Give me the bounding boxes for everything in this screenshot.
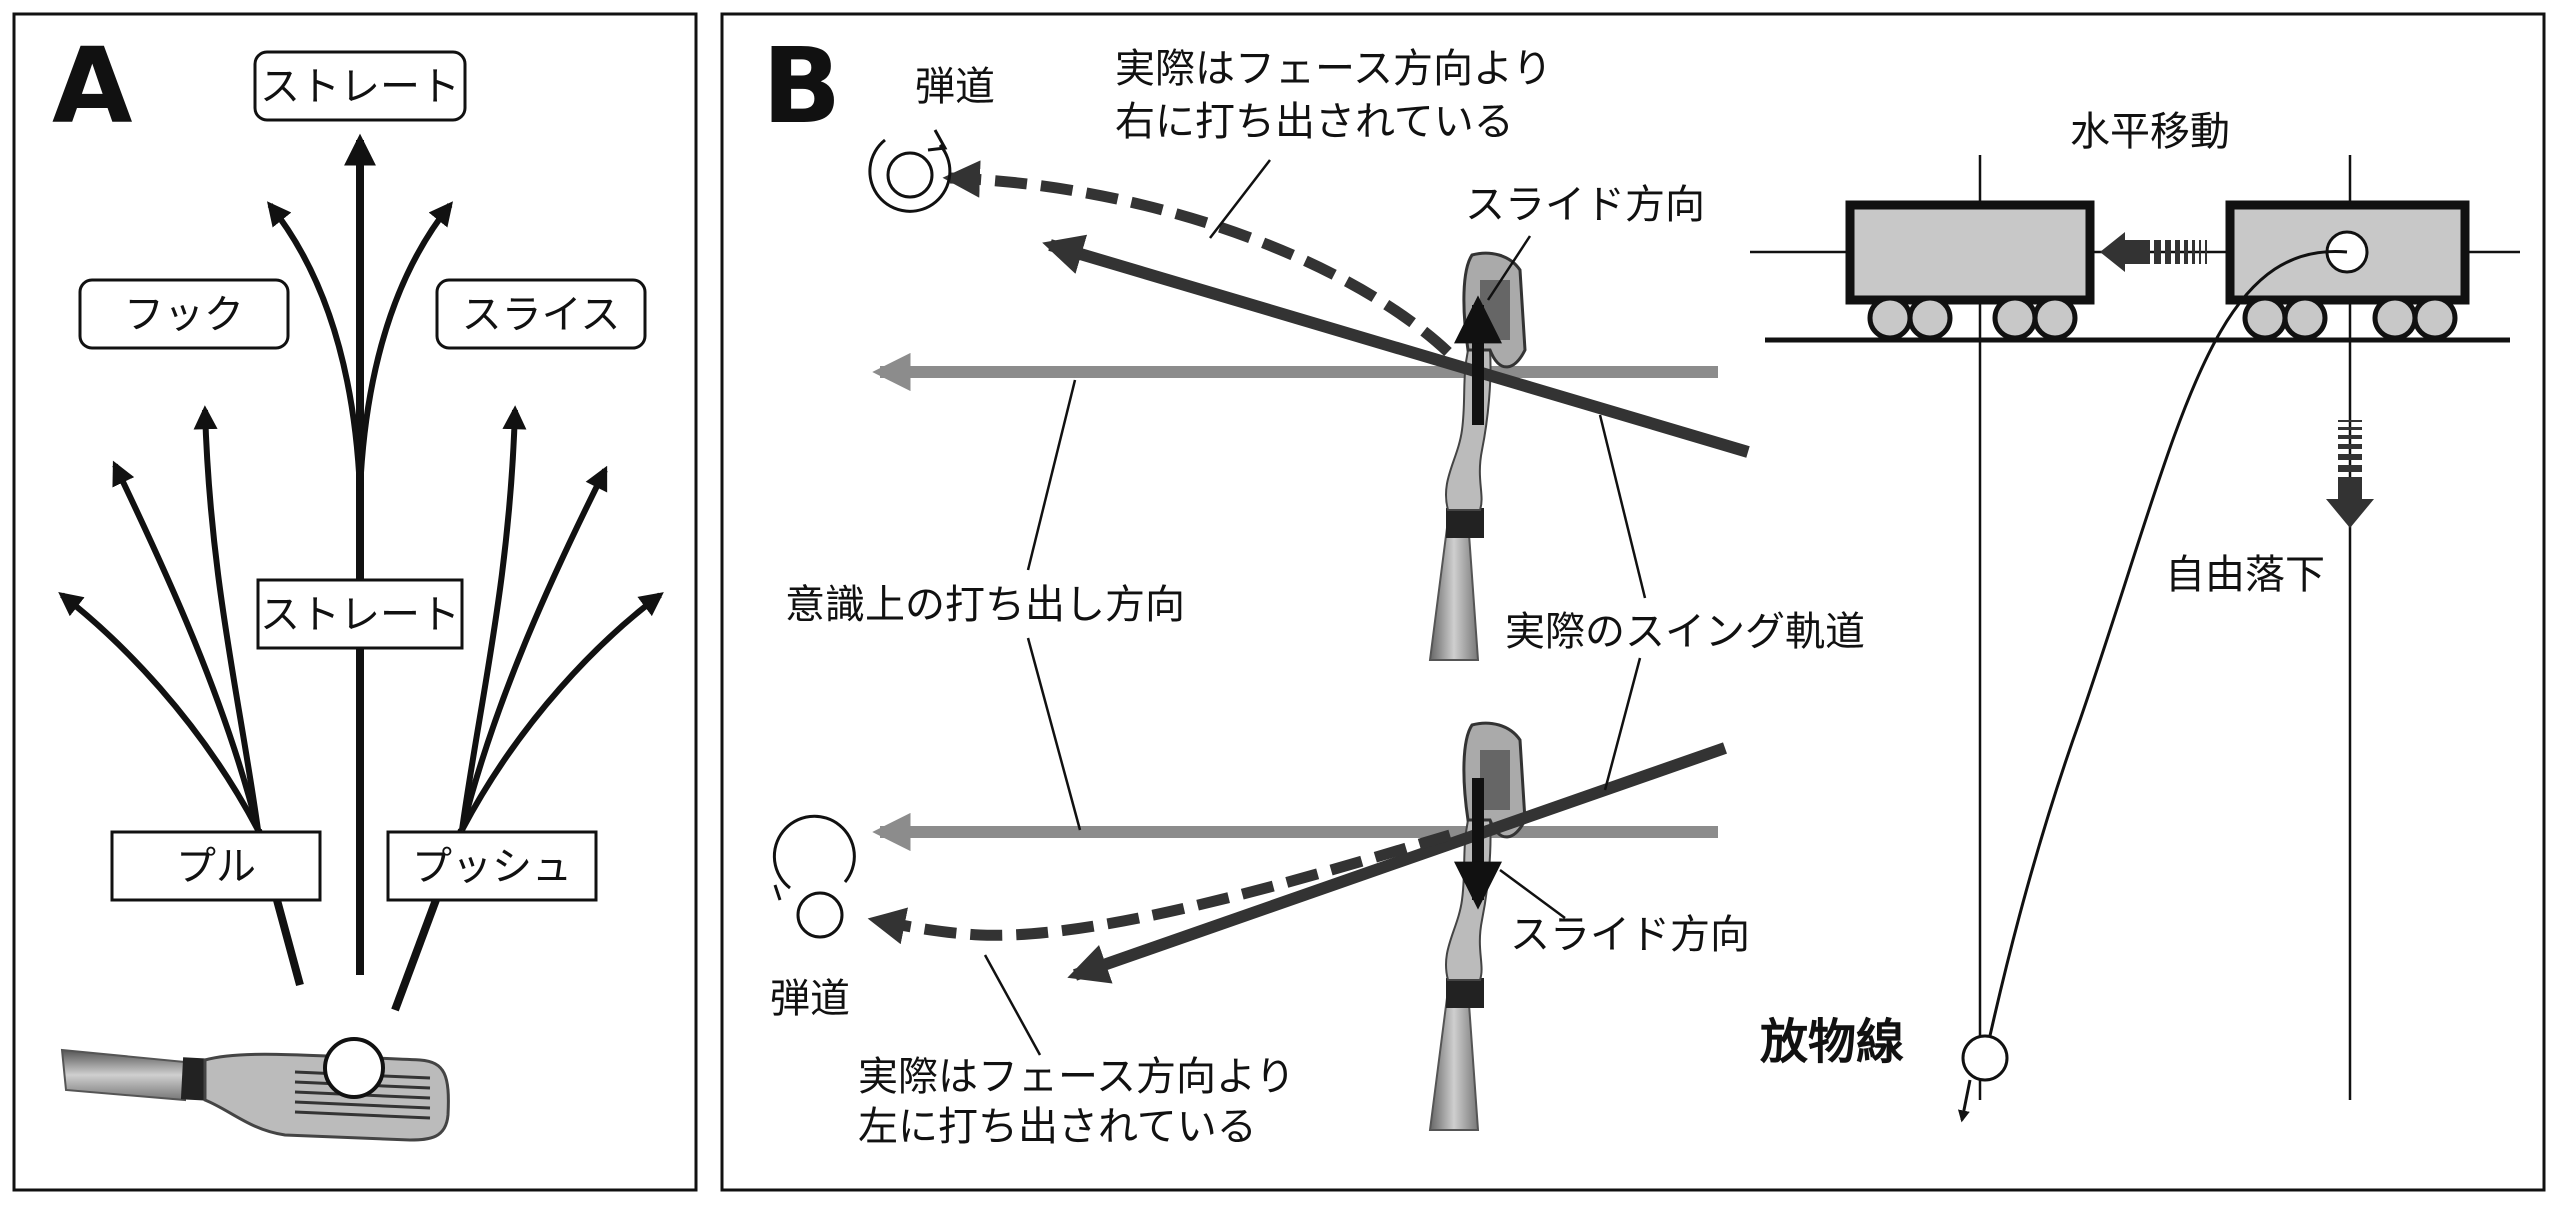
svg-text:フック: フック — [124, 292, 244, 338]
slice-arrow — [357, 201, 453, 491]
actual-leader-top — [1598, 414, 1647, 599]
slide-label-top: スライド方向 — [1465, 182, 1705, 228]
label-push: プッシュ — [386, 830, 598, 902]
parabola-path — [1983, 250, 2348, 1059]
trajectory-bottom — [867, 829, 1452, 945]
label-pull: プル — [110, 830, 322, 902]
trajectory-top — [942, 160, 1452, 357]
label-hook: フック — [78, 278, 290, 350]
free-fall-label: 自由落下 — [2165, 552, 2325, 598]
panel-a-letter: A — [52, 25, 133, 147]
label-slice: スライス — [435, 278, 647, 350]
club-top — [1428, 251, 1527, 661]
push-straight-arrow — [459, 465, 608, 831]
note-bottom-line2: 左に打ち出されている — [858, 1104, 1257, 1150]
parabola-end-arrow — [1957, 1079, 1972, 1123]
svg-text:プッシュ: プッシュ — [412, 844, 572, 890]
horizontal-move-label: 水平移動 — [2070, 109, 2230, 155]
trajectory-label-bottom: 弾道 — [770, 976, 850, 1022]
note-bottom-line1: 実際はフェース方向より — [858, 1054, 1295, 1100]
actual-leader-bottom — [1603, 657, 1642, 791]
horizontal-motion-arrow — [2100, 232, 2207, 272]
swing-path-bottom — [1067, 742, 1727, 984]
spin-ball-bottom — [772, 814, 856, 939]
note-bottom-leader — [983, 954, 1042, 1056]
svg-text:ストレート: ストレート — [260, 592, 460, 638]
note-top-line2: 右に打ち出されている — [1115, 99, 1514, 145]
push-hook-arrow — [459, 592, 664, 832]
pull-slice-arrow — [58, 592, 261, 832]
parabola-label: 放物線 — [1760, 1014, 1904, 1070]
note-top-line1: 実際はフェース方向より — [1115, 46, 1552, 92]
panel-b-letter: B — [762, 25, 841, 147]
ball-end — [1961, 1034, 2009, 1082]
cart-left — [1845, 200, 2095, 341]
intended-leader-bottom — [1026, 637, 1082, 831]
panel-b: B 弾道 実際はフェース方向より 右に打ち出されている スライド方向 — [720, 12, 2546, 1192]
svg-text:スライス: スライス — [462, 292, 621, 338]
pull-straight-arrow — [112, 460, 261, 831]
panel-c: 水平移動 — [1750, 109, 2520, 1123]
slide-label-bottom: スライド方向 — [1510, 912, 1750, 958]
label-straight-top: ストレート — [253, 50, 467, 122]
svg-text:プル: プル — [176, 844, 256, 890]
golf-ball — [323, 1037, 385, 1099]
intended-direction-label: 意識上の打ち出し方向 — [785, 582, 1185, 628]
hook-arrow — [267, 201, 363, 491]
panel-a: A ストレート フック スライス ストレート — [12, 12, 698, 1192]
spin-ball-top — [868, 129, 952, 213]
note-top-leader — [1209, 159, 1271, 239]
cart-right — [2225, 200, 2470, 341]
pull-hook-arrow — [193, 405, 261, 831]
svg-text:ストレート: ストレート — [260, 64, 460, 110]
slide-top-leader — [1486, 235, 1532, 301]
trajectory-label-top: 弾道 — [915, 64, 995, 110]
swing-path-top — [1042, 234, 1750, 458]
slide-bottom-leader — [1499, 868, 1566, 920]
push-slice-arrow — [459, 405, 527, 831]
free-fall-arrow — [2326, 420, 2374, 528]
label-straight-mid: ストレート — [256, 578, 464, 650]
intended-leader-top — [1026, 379, 1077, 571]
actual-path-label: 実際のスイング軌道 — [1505, 609, 1865, 655]
